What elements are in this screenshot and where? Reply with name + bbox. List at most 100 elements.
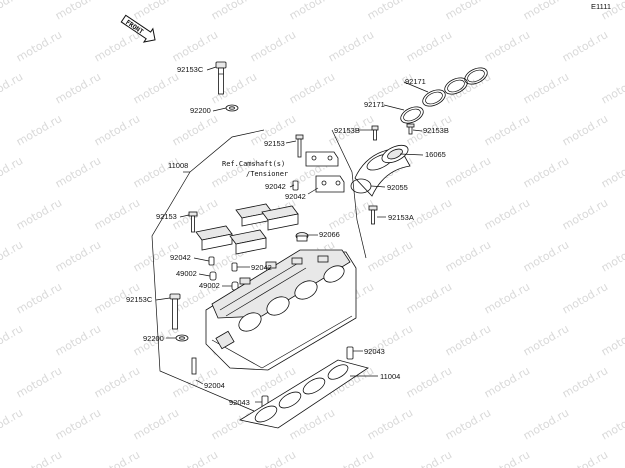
- head-gasket-11004: [238, 359, 369, 429]
- washer-92200-top: [225, 104, 239, 112]
- watermark-text: motod.ru: [209, 70, 259, 106]
- bolt-92153c-top: [215, 61, 227, 95]
- watermark-text: motod.ru: [53, 406, 103, 442]
- watermark-text: motod.ru: [404, 364, 454, 400]
- bolt-92153b-top: [371, 125, 379, 141]
- watermark-text: motod.ru: [248, 448, 298, 468]
- pin-92043-right: [346, 346, 354, 360]
- watermark-text: motod.ru: [0, 238, 25, 274]
- watermark-text: motod.ru: [209, 406, 259, 442]
- watermark-text: motod.ru: [326, 196, 376, 232]
- stud-92004: [191, 357, 197, 375]
- label-92042-a: 92042: [265, 182, 286, 191]
- watermark-text: motod.ru: [53, 238, 103, 274]
- watermark-text: motod.ru: [443, 70, 493, 106]
- label-92153c-top: 92153C: [177, 65, 204, 74]
- watermark-text: motod.ru: [560, 280, 610, 316]
- watermark-text: motod.ru: [365, 0, 415, 23]
- label-92042-left: 92042: [170, 253, 191, 262]
- watermark-text: motod.ru: [599, 238, 625, 274]
- watermark-text: motod.ru: [482, 448, 532, 468]
- watermark-text: motod.ru: [92, 28, 142, 64]
- watermark-text: motod.ru: [482, 112, 532, 148]
- watermark-text: motod.ru: [599, 322, 625, 358]
- watermark-text: motod.ru: [131, 154, 181, 190]
- label-92042-b: 92042: [285, 192, 306, 201]
- note-tensioner: /Tensioner: [246, 170, 288, 178]
- label-92153-a: 92153: [264, 139, 285, 148]
- watermark-text: motod.ru: [326, 448, 376, 468]
- label-49002-b: 49002: [199, 281, 220, 290]
- watermark-text: motod.ru: [560, 28, 610, 64]
- camshaft-cap-upper: [305, 151, 345, 193]
- watermark-text: motod.ru: [92, 196, 142, 232]
- watermark-text: motod.ru: [14, 364, 64, 400]
- bolt-92153a: [368, 205, 378, 225]
- watermark-text: motod.ru: [599, 154, 625, 190]
- watermark-text: motod.ru: [92, 112, 142, 148]
- watermark-text: motod.ru: [92, 364, 142, 400]
- watermark-text: motod.ru: [521, 0, 571, 23]
- watermark-text: motod.ru: [560, 112, 610, 148]
- watermark-text: motod.ru: [14, 28, 64, 64]
- label-11004: 11004: [380, 372, 400, 381]
- plug-49002-a: [209, 271, 217, 281]
- label-92153a: 92153A: [388, 213, 414, 222]
- watermark-text: motod.ru: [443, 0, 493, 23]
- bolt-92153-upper: [295, 134, 304, 158]
- watermark-text: motod.ru: [326, 28, 376, 64]
- watermark-text: motod.ru: [53, 0, 103, 23]
- watermark-text: motod.ru: [482, 280, 532, 316]
- watermark-text: motod.ru: [0, 0, 25, 23]
- watermark-text: motod.ru: [0, 322, 25, 358]
- watermark-text: motod.ru: [131, 406, 181, 442]
- watermark-text: motod.ru: [443, 238, 493, 274]
- watermark-text: motod.ru: [599, 406, 625, 442]
- assembly-bracket: [151, 129, 367, 412]
- watermark-text: motod.ru: [0, 154, 25, 190]
- label-92153b-top: 92153B: [334, 126, 360, 135]
- watermark-text: motod.ru: [482, 196, 532, 232]
- label-92055: 92055: [387, 183, 408, 192]
- watermark-text: motod.ru: [170, 448, 220, 468]
- watermark-text: motod.ru: [0, 406, 25, 442]
- watermark-text: motod.ru: [560, 448, 610, 468]
- clamp-92171-b: [422, 67, 488, 107]
- watermark-text: motod.ru: [560, 196, 610, 232]
- label-92200-left: 92200: [143, 334, 164, 343]
- bolt-92153-left: [188, 211, 198, 233]
- part-labels: 92153C 92200 11008 92153 Ref.Camshaft(s)…: [126, 65, 449, 407]
- watermark-text: motod.ru: [443, 322, 493, 358]
- dowel-pin-92042-mid: [231, 262, 238, 272]
- diagram-code: E1111: [591, 2, 611, 11]
- label-92153c-left: 92153C: [126, 295, 153, 304]
- watermark-text: motod.ru: [521, 406, 571, 442]
- label-92153-left: 92153: [156, 212, 177, 221]
- watermark-text: motod.ru: [482, 364, 532, 400]
- screw-92153b-right: [406, 123, 415, 135]
- watermark-text: motod.ru: [443, 406, 493, 442]
- watermark-text: motod.ru: [131, 70, 181, 106]
- watermark-text: motod.ru: [131, 0, 181, 23]
- watermark-text: motod.ru: [521, 238, 571, 274]
- watermark-text: motod.ru: [404, 280, 454, 316]
- leader-lines: [155, 66, 429, 403]
- label-92042-mid: 92042: [251, 263, 272, 272]
- label-92171-b: 92171: [405, 77, 426, 86]
- camshaft-caps-left-row: [195, 203, 299, 255]
- watermark-text: motod.ru: [53, 70, 103, 106]
- watermark-text: motod.ru: [14, 196, 64, 232]
- label-16065: 16065: [425, 150, 446, 159]
- note-ref-camshaft: Ref.Camshaft(s): [222, 160, 285, 168]
- watermark-text: motod.ru: [14, 448, 64, 468]
- watermark-text: motod.ru: [287, 0, 337, 23]
- bolt-92153c-left: [169, 293, 181, 330]
- watermark-text: motod.ru: [599, 70, 625, 106]
- label-92043-right: 92043: [364, 347, 385, 356]
- watermark-text: motod.ru: [170, 28, 220, 64]
- washer-92200-left: [175, 334, 189, 342]
- watermark-text: motod.ru: [0, 70, 25, 106]
- watermark-text: motod.ru: [209, 0, 259, 23]
- watermark-text: motod.ru: [287, 70, 337, 106]
